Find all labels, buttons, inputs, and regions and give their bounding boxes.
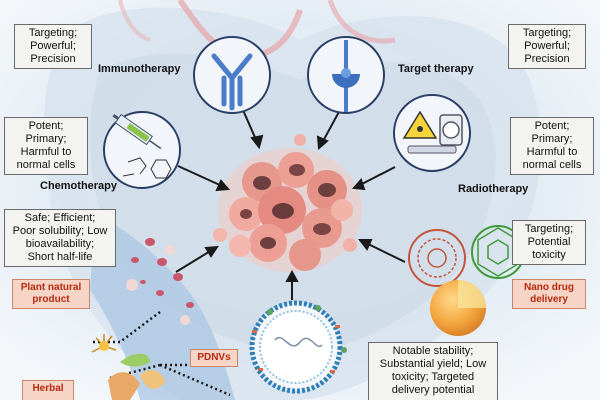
tag-line: PDNVs [197,352,231,363]
nano-delivery-traits-box: Targeting; Potential toxicity [512,220,586,265]
box-line: Notable stability; [392,345,474,357]
box-line: Poor solubility; Low [12,225,108,237]
vessel [118,0,151,42]
plant-natural-product-tag: Plant natural product [12,279,90,309]
box-line: normal cells [16,159,76,171]
box-line: Potent; [28,120,64,132]
immunotherapy-label: Immunotherapy [98,63,181,75]
pdnv-traits-box: Notable stability; Substantial yield; Lo… [368,342,498,400]
vesicles-in-vessel [126,245,190,325]
box-line: Harmful to [20,146,72,158]
box-line: Harmful to [526,146,578,158]
nanoparticle-icon [408,225,525,336]
vessel [327,0,396,44]
box-line: toxicity [532,249,566,261]
target-therapy-traits-box: Targeting; Powerful; Precision [508,24,586,69]
syringe-molecule-icon [103,111,181,189]
box-line: Targeting; [524,223,574,235]
box-line: Targeting; [28,27,78,39]
radiotherapy-label: Radiotherapy [458,183,529,195]
plant-product-traits-box: Safe; Efficient; Poor solubility; Low bi… [4,209,116,267]
chemotherapy-traits-box: Potent; Primary; Harmful to normal cells [4,117,88,175]
box-line: Short half-life [27,251,93,263]
radiation-machine-icon [393,94,471,172]
target-therapy-label: Target therapy [398,63,474,75]
antibody-icon [193,36,271,114]
red-blood-cells [131,238,194,308]
arrows [175,109,406,300]
herbal-plants [91,334,165,400]
box-line: bioavailability; [25,238,95,250]
herbal-tag: Herbal [22,380,74,400]
immunotherapy-traits-box: Targeting; Powerful; Precision [14,24,92,69]
tag-line: Nano drug [524,282,574,293]
chemotherapy-label: Chemotherapy [40,180,118,192]
receptor-icon [307,36,385,114]
tumor-cells [213,134,362,272]
box-line: Powerful; [524,40,570,52]
nano-drug-delivery-tag: Nano drug delivery [512,279,586,309]
box-line: Safe; Efficient; [24,212,96,224]
box-line: Primary; [531,133,573,145]
box-line: delivery potential [391,384,475,396]
box-line: Potential [527,236,571,248]
box-line: Substantial yield; Low [379,358,487,370]
box-line: Precision [30,53,76,65]
pdnvs-tag: PDNVs [190,349,238,367]
box-line: Potent; [534,120,570,132]
radiotherapy-traits-box: Potent; Primary; Harmful to normal cells [510,117,594,175]
tag-line: Herbal [32,383,64,394]
box-line: toxicity; Targeted [391,371,475,383]
box-line: Targeting; [522,27,572,39]
tag-line: Plant natural [20,282,82,293]
nanovesicle [249,300,347,394]
tag-line: product [32,294,70,305]
tag-line: delivery [530,294,568,305]
box-line: normal cells [522,159,582,171]
box-line: Precision [524,53,570,65]
box-line: Powerful; [30,40,76,52]
box-line: Primary; [25,133,67,145]
